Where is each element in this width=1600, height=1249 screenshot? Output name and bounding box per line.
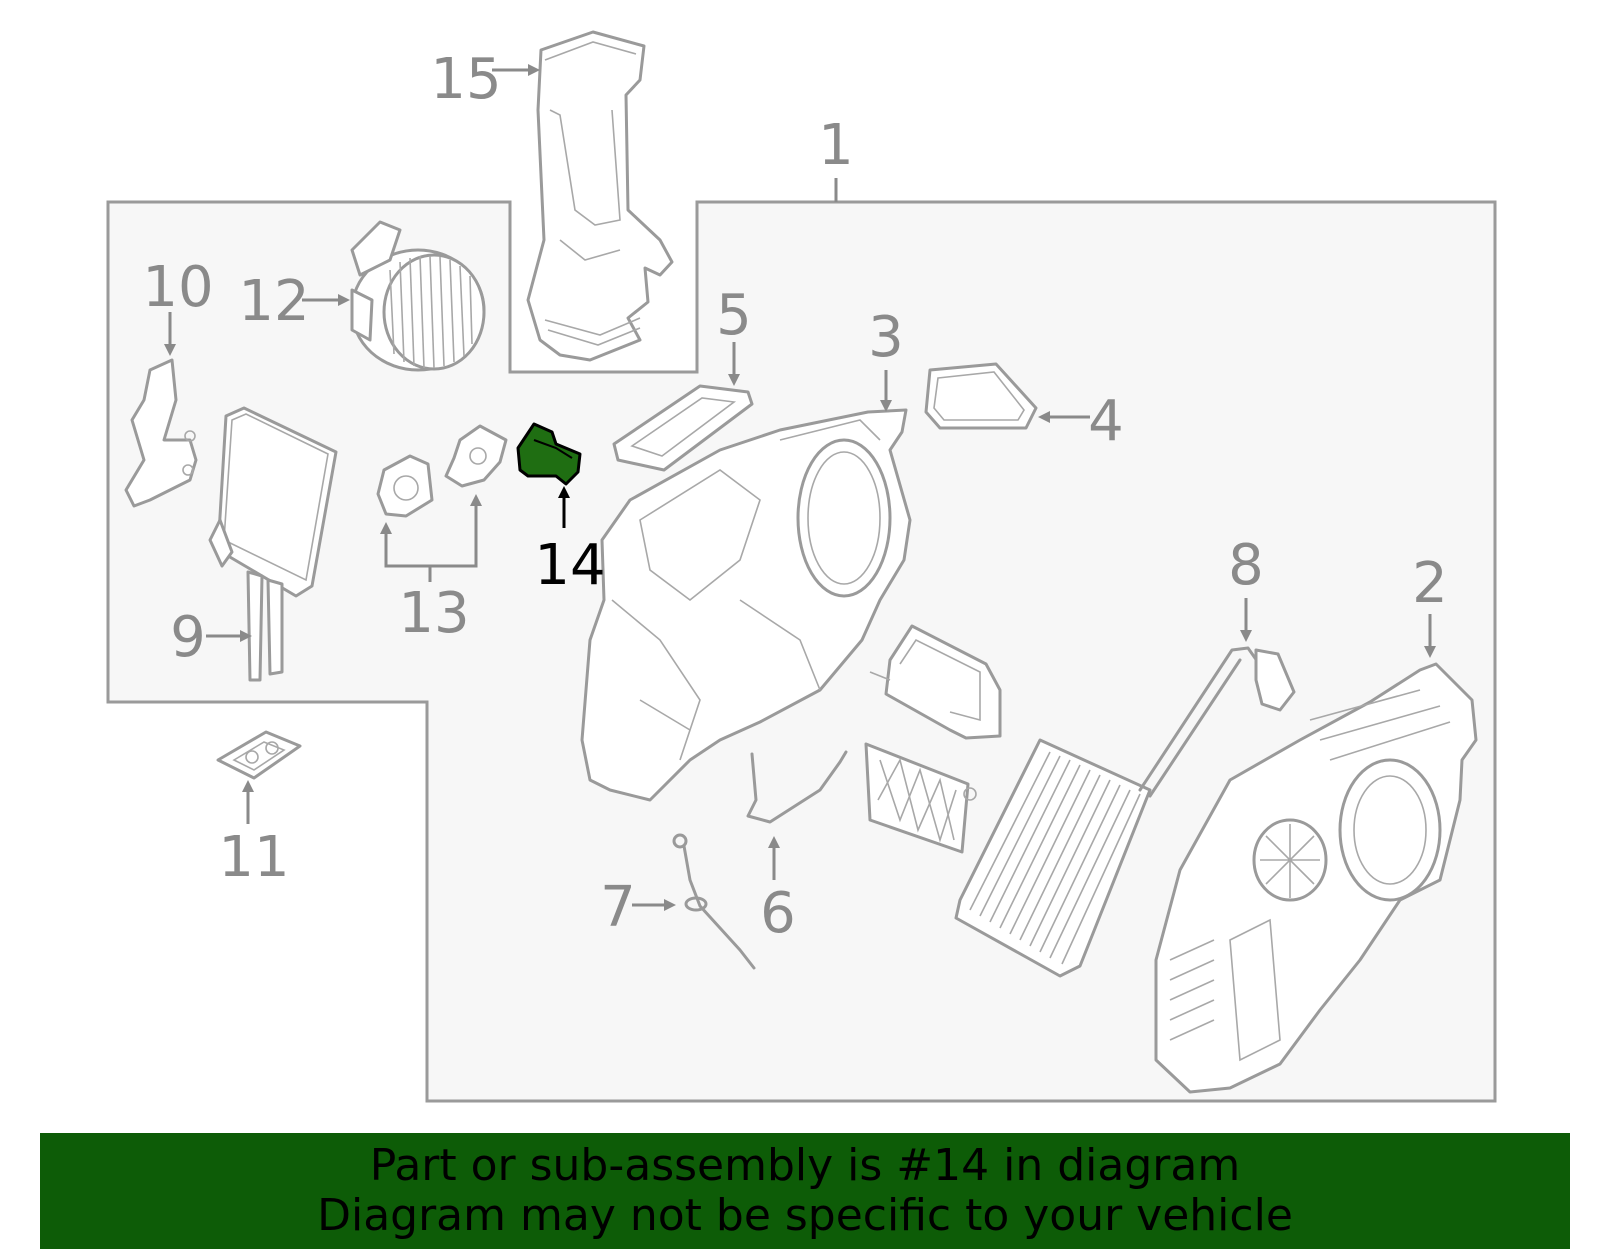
part-13-actuator-left[interactable] xyxy=(376,454,434,518)
callout-7: 7 xyxy=(600,875,636,940)
part-5-filter-frame[interactable] xyxy=(612,384,754,472)
part-15-air-duct[interactable] xyxy=(526,30,674,362)
part-14-highlighted-component[interactable] xyxy=(516,422,582,486)
part-9-heater-core[interactable] xyxy=(208,406,338,682)
callout-10: 10 xyxy=(142,255,213,320)
leader-lines xyxy=(164,64,1436,911)
callout-15: 15 xyxy=(430,47,501,112)
callout-11: 11 xyxy=(218,825,289,890)
footer-line-2: Diagram may not be specific to your vehi… xyxy=(317,1190,1293,1241)
part-12-blower-motor[interactable] xyxy=(350,220,486,372)
callout-14: 14 xyxy=(534,533,605,598)
callout-3: 3 xyxy=(868,305,904,370)
part-13-actuator-right[interactable] xyxy=(444,424,508,488)
callout-8: 8 xyxy=(1228,533,1264,598)
part-4-gasket[interactable] xyxy=(924,362,1038,430)
part-3-housing-main[interactable] xyxy=(580,408,912,802)
callout-2: 2 xyxy=(1412,551,1448,616)
part-10-bracket[interactable] xyxy=(124,358,198,508)
callout-1: 1 xyxy=(818,113,854,178)
part-2-lower-housing[interactable] xyxy=(1154,662,1478,1094)
part-8-heater-core[interactable] xyxy=(954,646,1296,978)
part-filter-element[interactable] xyxy=(864,742,977,854)
part-6-hose[interactable] xyxy=(746,750,848,824)
footer-line-1: Part or sub-assembly is #14 in diagram xyxy=(369,1140,1241,1191)
footer-banner: Part or sub-assembly is #14 in diagram D… xyxy=(40,1133,1570,1249)
callout-4: 4 xyxy=(1088,389,1124,454)
callout-6: 6 xyxy=(760,881,796,946)
callout-12: 12 xyxy=(238,269,309,334)
callout-5: 5 xyxy=(716,283,752,348)
callout-9: 9 xyxy=(170,605,206,670)
callout-labels: 1 15 12 10 5 3 4 14 9 13 11 6 7 8 2 xyxy=(142,47,1447,946)
part-7-drain-tube[interactable] xyxy=(672,833,756,970)
part-11-seal[interactable] xyxy=(216,730,302,780)
callout-13: 13 xyxy=(398,581,469,646)
part-duct-piece[interactable] xyxy=(869,624,1002,740)
